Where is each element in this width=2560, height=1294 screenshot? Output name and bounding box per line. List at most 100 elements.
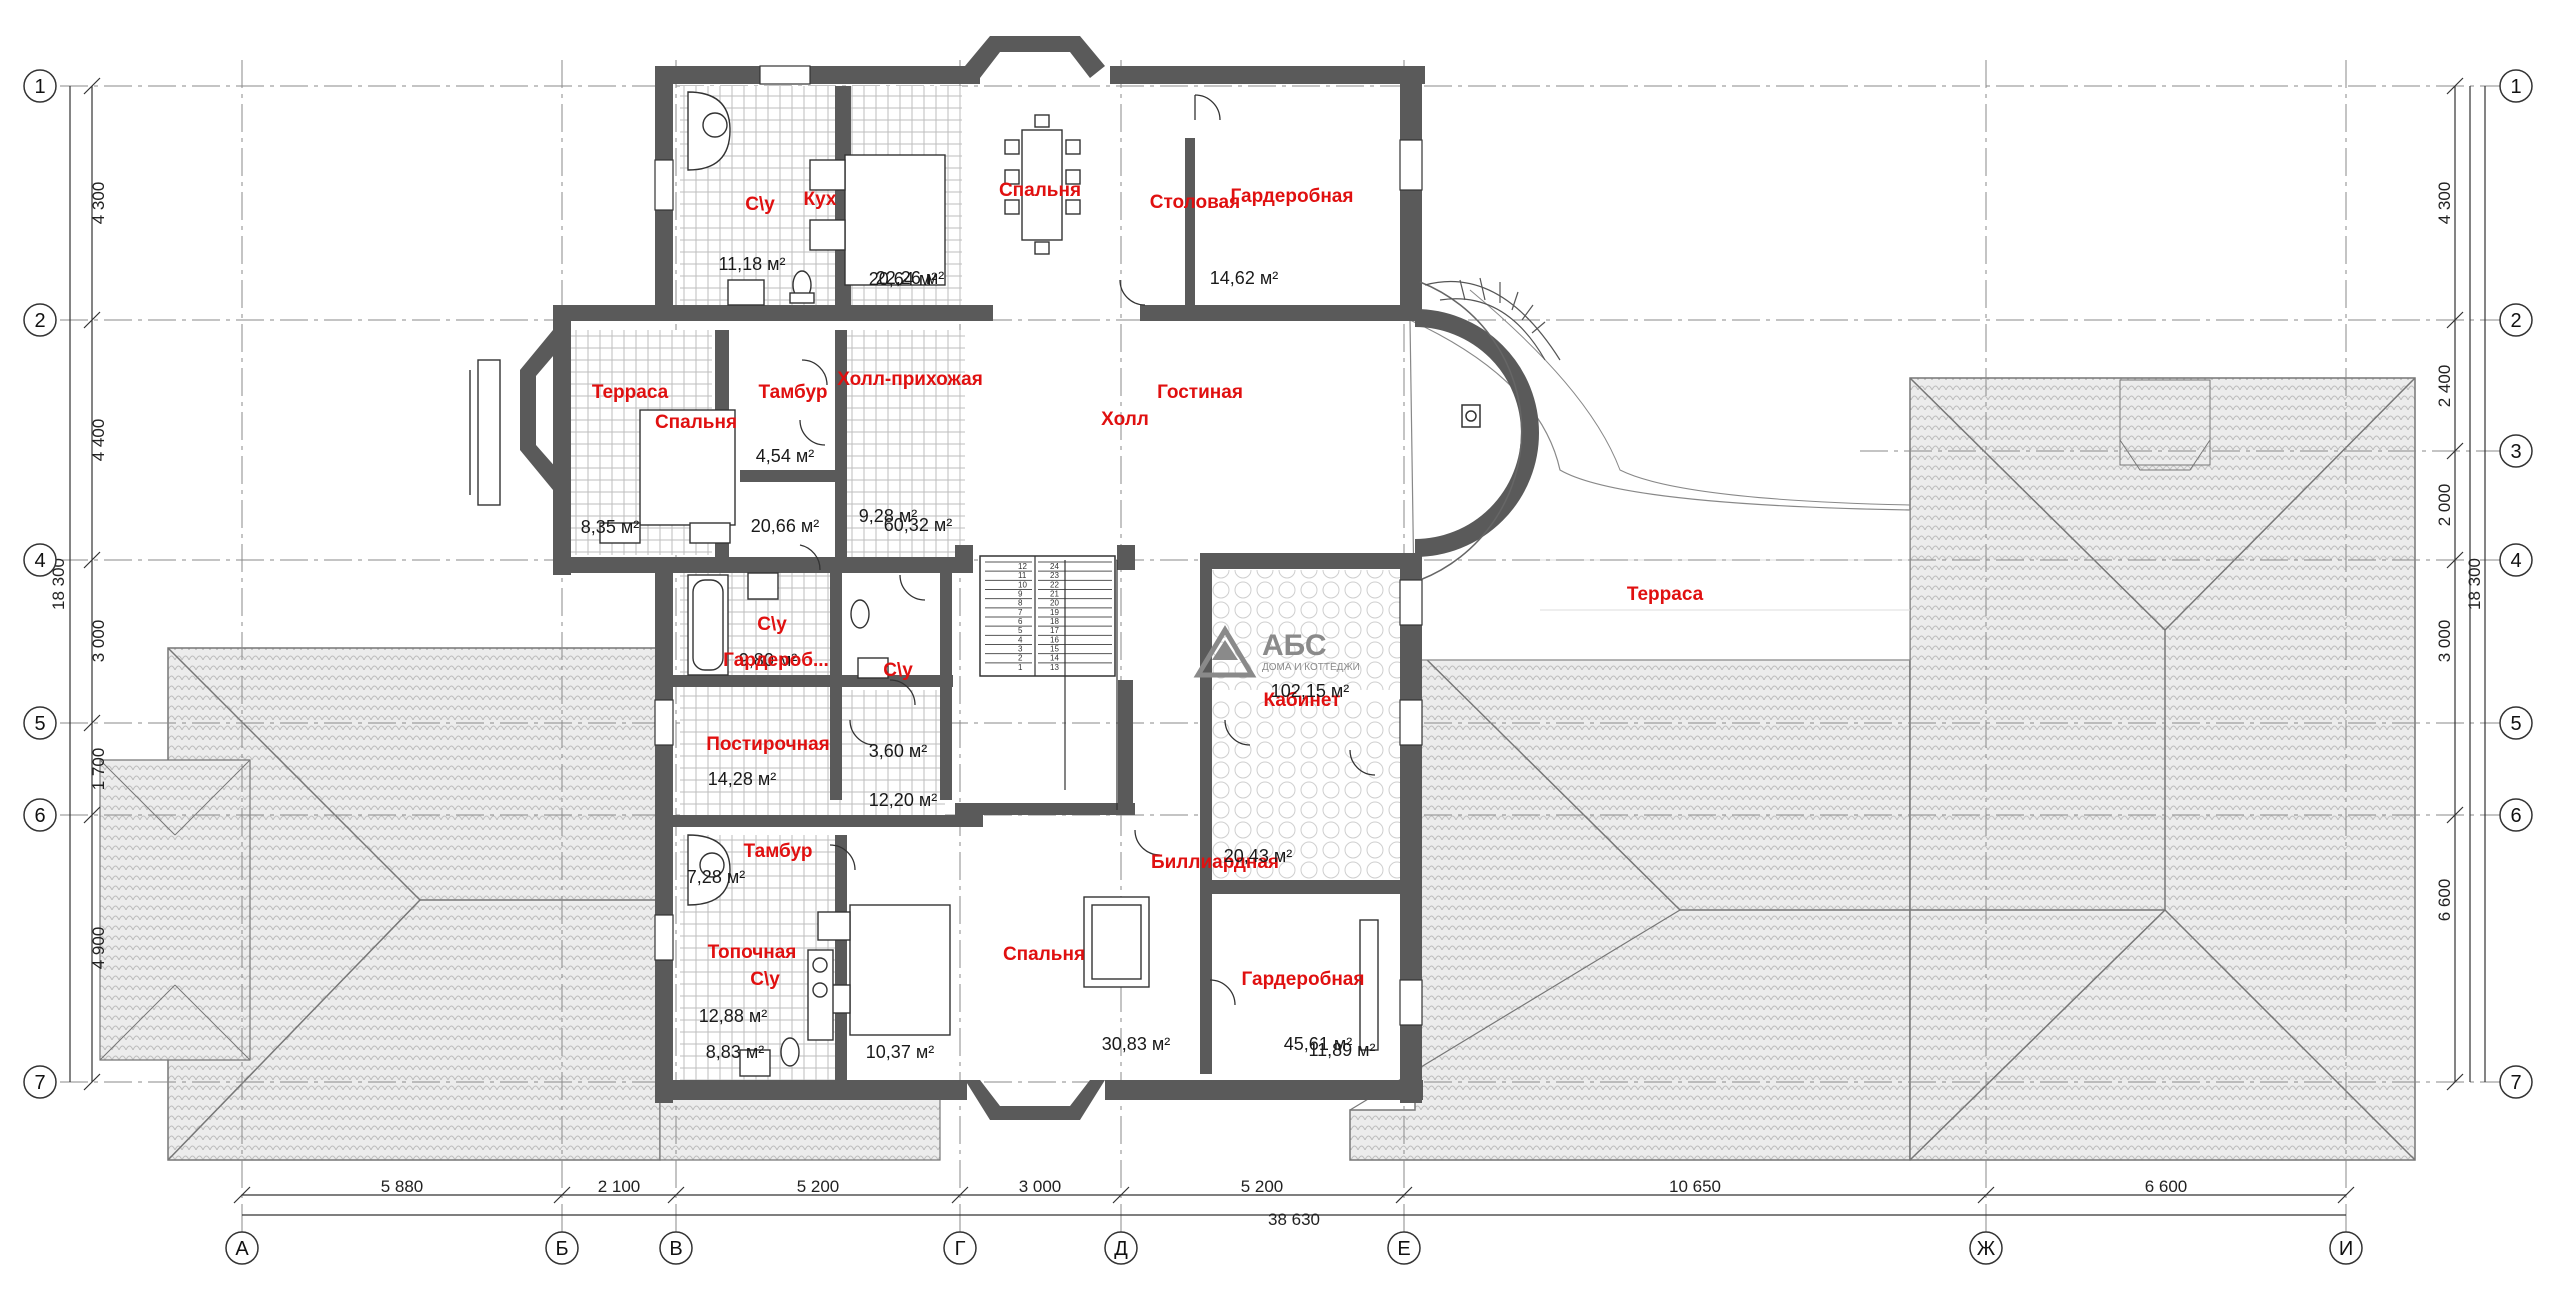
dim-bottom-text: 5 880 2 100 5 200 3 000 5 200 10 650 6 6…: [381, 1177, 2188, 1229]
dim-right-3: 2 000: [2435, 484, 2454, 527]
area-billiard: 20,43 м²: [1224, 846, 1292, 866]
room-terrace-left: Терраса: [592, 382, 669, 403]
area-su-mid: 9,80 м²: [739, 650, 797, 670]
axis-row-1-left: 1: [34, 76, 45, 98]
axis-markers-bottom: [225, 1231, 2363, 1265]
area-su-top: 11,18 м²: [718, 254, 785, 274]
axis-row-4-left: 4: [34, 550, 45, 572]
axis-row-2-left: 2: [34, 310, 45, 332]
stair-step-number: 19: [1050, 608, 1059, 617]
stair-step-number: 14: [1050, 654, 1059, 663]
area-bedroom-bottom: 30,83 м²: [1102, 1034, 1170, 1054]
axis-row-7-right: 7: [2510, 1072, 2521, 1094]
axis-labels-bottom: А Б В Г Д Е Ж И: [235, 1238, 2353, 1260]
room-terrace-right: Терраса: [1627, 584, 1704, 605]
exterior-stair: [1424, 277, 1561, 361]
area-bedroom-top: 22,26 м²: [876, 268, 944, 288]
room-living: Гостиная: [1157, 382, 1243, 403]
stair-step-number: 18: [1050, 617, 1059, 626]
dim-left-3: 3 000: [89, 620, 108, 663]
abs-logo: АБС ДОМА И КОТТЕДЖИ: [1193, 625, 1360, 678]
stair-step-number: 16: [1050, 635, 1059, 644]
area-kitchen: 20,64 м²: [869, 269, 937, 289]
axis-markers-right: [2499, 69, 2533, 1099]
room-bedroom-bottom: Спальня: [1003, 944, 1085, 965]
doors: [799, 94, 1376, 1006]
axis-markers-left: [23, 69, 57, 1099]
dim-bottom-7: 6 600: [2145, 1177, 2188, 1196]
stair-step-number: 2: [1018, 654, 1023, 663]
area-bedroom-bottom-small: 10,37 м²: [866, 1042, 934, 1062]
area-wardrobe-bottom-2: 11,89 м²: [1308, 1040, 1375, 1060]
axis-row-1-right: 1: [2510, 76, 2521, 98]
stair-step-number: 9: [1018, 590, 1023, 599]
walls: [520, 36, 1425, 1120]
stair-step-number: 23: [1050, 571, 1059, 580]
dim-left-total: 18 300: [49, 558, 68, 610]
area-hall-entry: 9,28 м²: [859, 506, 917, 526]
area-small1: 3,60 м²: [869, 741, 927, 761]
living-bay: [1414, 281, 1539, 581]
stair-step-number: 13: [1050, 663, 1059, 672]
stair-step-number: 22: [1050, 580, 1059, 589]
stair-step-number: 10: [1018, 580, 1027, 589]
dim-bottom-4: 3 000: [1019, 1177, 1062, 1196]
dim-right-5: 6 600: [2435, 879, 2454, 922]
room-wardrobe-top: Гардеробная: [1231, 186, 1354, 207]
room-billiard: Биллиардная: [1151, 852, 1279, 873]
axis-col-G: Г: [955, 1238, 966, 1260]
room-su-bottom: С\у: [750, 969, 780, 990]
logo-main-text: АБС: [1262, 629, 1327, 662]
area-laundry: 14,28 м²: [708, 769, 776, 789]
area-terrace-left: 8,35 м²: [581, 517, 639, 537]
room-wardrobe-bottom: Гардеробная: [1242, 969, 1365, 990]
axis-col-A: А: [235, 1238, 249, 1260]
dim-bottom-1: 5 880: [381, 1177, 424, 1196]
room-labels: С\у 11,18 м² Кух 20,64 м² Спальня 22,26 …: [581, 180, 1704, 1062]
stair-step-number: 15: [1050, 645, 1059, 654]
stair-step-number: 8: [1018, 599, 1023, 608]
room-su-mid2: С\у: [883, 660, 913, 681]
axis-labels-left: 1 2 4 5 6 7: [34, 76, 45, 1094]
dim-right-total: 18 300: [2465, 558, 2484, 610]
area-boiler: 12,88 м²: [699, 1006, 767, 1026]
area-small2: 12,20 м²: [869, 790, 937, 810]
axis-row-6-left: 6: [34, 805, 45, 827]
stair-step-number: 11: [1018, 571, 1027, 580]
room-hall-entry: Холл-прихожая: [837, 369, 983, 390]
area-bedroom-left: 20,66 м²: [751, 516, 819, 536]
dim-right-1: 4 300: [2435, 182, 2454, 225]
dim-left-1: 4 300: [89, 182, 108, 225]
dim-right-lines: [2446, 77, 2486, 1091]
dim-bottom-6: 10 650: [1669, 1177, 1721, 1196]
area-wardrobe-bottom: 45,61 м²: [1284, 1034, 1352, 1054]
room-dining: Столовая: [1150, 192, 1240, 213]
dim-left-4: 1 700: [89, 748, 108, 791]
area-wardrobe-top: 14,62 м²: [1210, 268, 1278, 288]
dim-left-text: 4 300 4 400 3 000 1 700 4 900 18 300: [49, 182, 108, 970]
room-laundry: Постирочная: [706, 734, 829, 755]
stair-step-number: 12: [1018, 562, 1027, 571]
room-cabinet: Кабинет: [1264, 690, 1341, 711]
axis-row-3-right: 3: [2510, 441, 2521, 463]
axis-col-B: Б: [555, 1238, 568, 1260]
dim-bottom-3: 5 200: [797, 1177, 840, 1196]
stair-step-number: 17: [1050, 626, 1059, 635]
axis-col-ZH: Ж: [1977, 1238, 1996, 1260]
stair-step-number: 4: [1018, 635, 1023, 644]
room-wardrobe-mid: Гардероб...: [723, 650, 829, 671]
axis-row-7-left: 7: [34, 1072, 45, 1094]
dim-right-text: 4 300 2 400 2 000 3 000 6 600 18 300: [2435, 182, 2484, 922]
area-hall: 60,32 м²: [884, 515, 952, 535]
axis-row-5-left: 5: [34, 713, 45, 735]
stair-step-number: 24: [1050, 562, 1059, 571]
axis-col-D: Д: [1114, 1238, 1128, 1260]
dim-left-5: 4 900: [89, 927, 108, 970]
dim-right-4: 3 000: [2435, 620, 2454, 663]
dim-left-2: 4 400: [89, 419, 108, 462]
room-tambur-top: Тамбур: [759, 382, 828, 403]
dim-bottom-2: 2 100: [598, 1177, 641, 1196]
stair-step-number: 1: [1018, 663, 1023, 672]
